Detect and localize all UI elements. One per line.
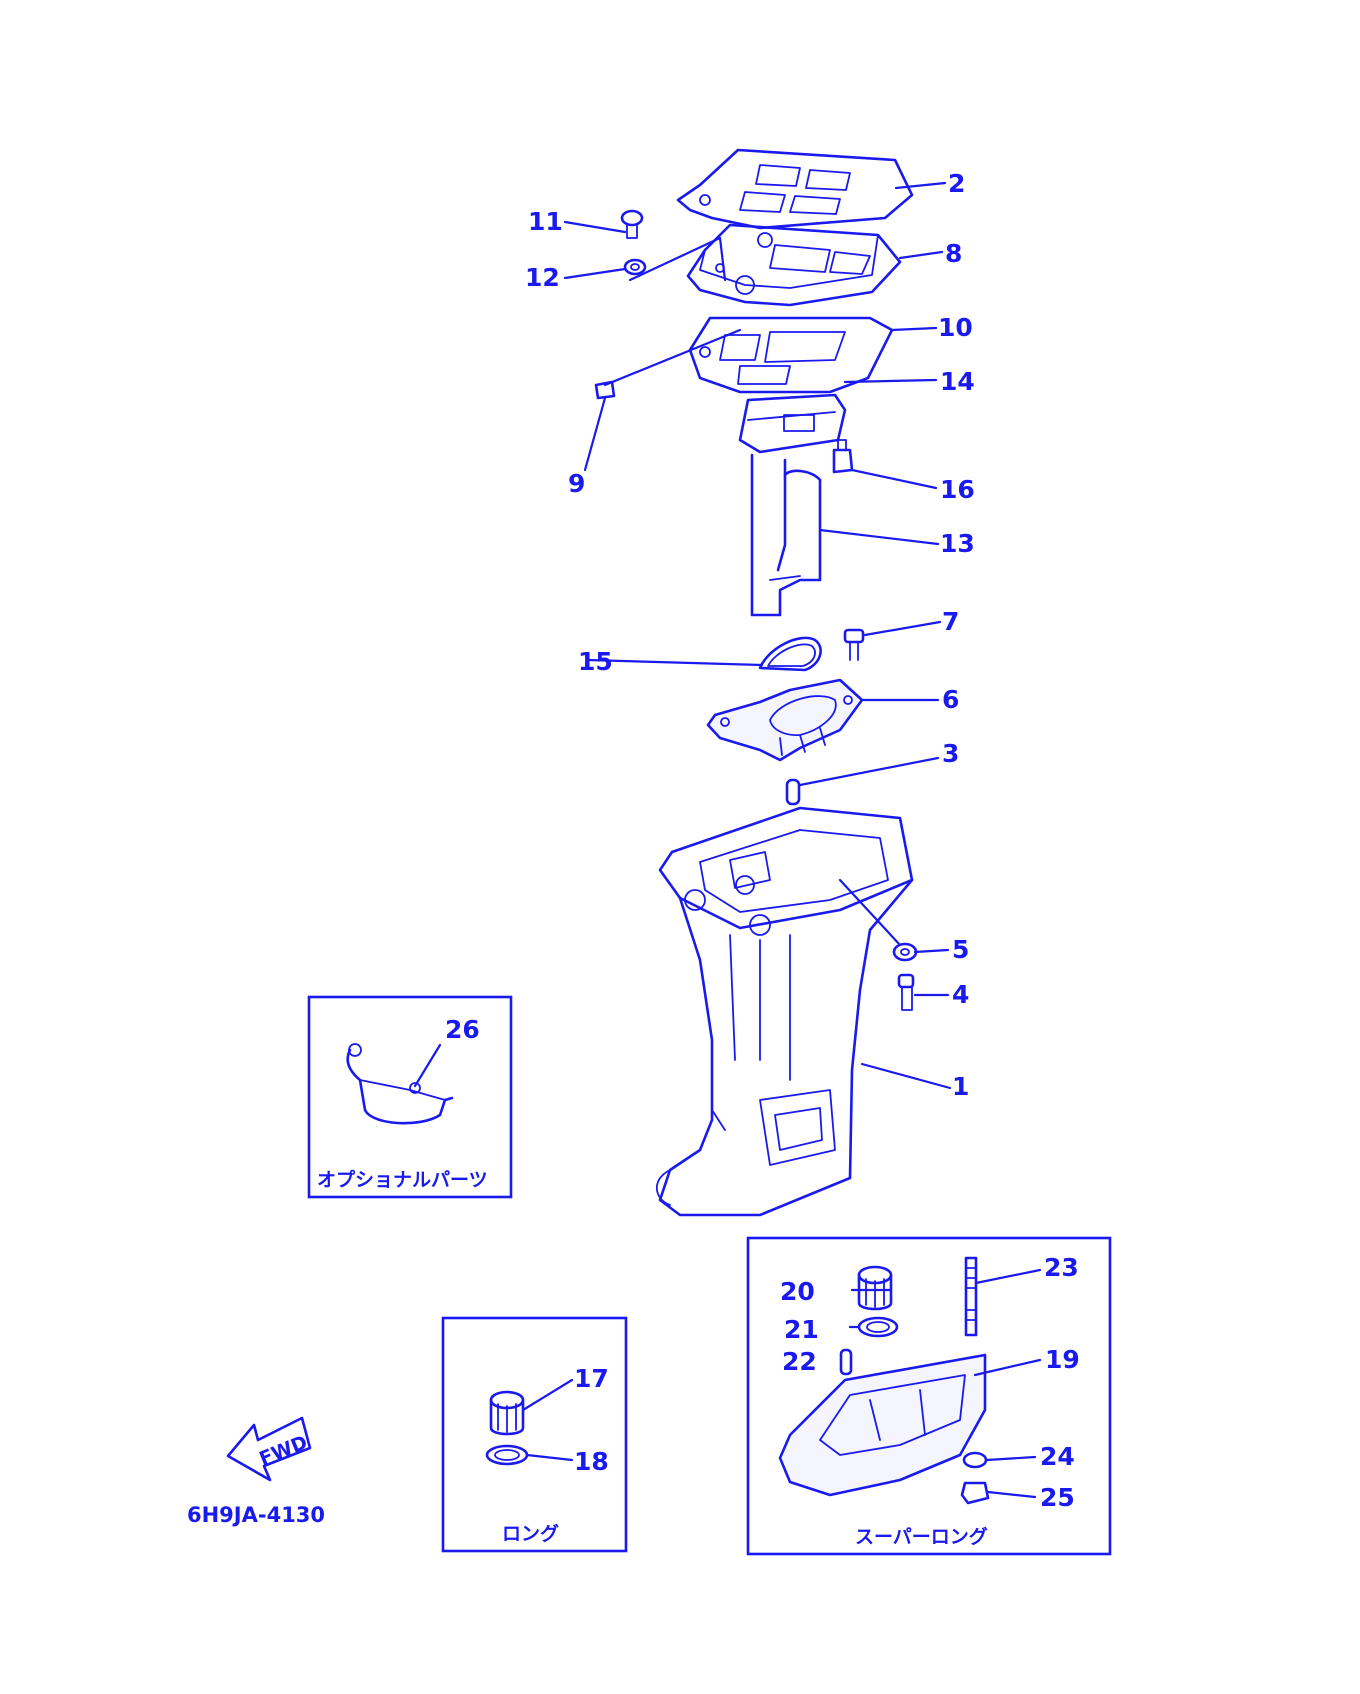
part-22-dowel bbox=[839, 1348, 853, 1376]
super-long-box bbox=[746, 1236, 1112, 1556]
callout-8: 8 bbox=[945, 239, 962, 268]
part-23-stud bbox=[964, 1256, 978, 1337]
callout-11: 11 bbox=[528, 207, 563, 236]
callout-17: 17 bbox=[574, 1364, 609, 1393]
callout-13: 13 bbox=[940, 529, 975, 558]
part-8-plate bbox=[686, 223, 902, 307]
part-16-plug bbox=[832, 439, 854, 474]
callout-3: 3 bbox=[942, 739, 959, 768]
callout-21: 21 bbox=[784, 1315, 819, 1344]
callout-14: 14 bbox=[940, 367, 975, 396]
part-18-ring bbox=[485, 1444, 529, 1466]
part-3-dowel bbox=[785, 778, 801, 806]
part-4-bolt bbox=[897, 973, 915, 1011]
part-1-upper-casing bbox=[655, 806, 914, 1217]
part-10-gasket bbox=[688, 316, 894, 394]
callout-10: 10 bbox=[938, 313, 973, 342]
callout-2: 2 bbox=[948, 169, 965, 198]
callout-15: 15 bbox=[578, 647, 613, 676]
callout-labels: 1 2 3 4 5 6 7 8 9 10 11 12 13 14 15 16 1… bbox=[445, 169, 1080, 1512]
callout-6: 6 bbox=[942, 685, 959, 714]
callout-20: 20 bbox=[780, 1277, 815, 1306]
leader-lines bbox=[563, 181, 952, 1090]
optional-parts-caption: オプショナルパーツ bbox=[317, 1168, 488, 1191]
callout-18: 18 bbox=[574, 1447, 609, 1476]
callout-25: 25 bbox=[1040, 1483, 1075, 1512]
part-20-grommet bbox=[857, 1265, 893, 1311]
callout-22: 22 bbox=[782, 1347, 817, 1376]
long-box bbox=[441, 1316, 628, 1553]
callout-1: 1 bbox=[952, 1072, 969, 1101]
part-15-seal bbox=[758, 636, 822, 672]
callout-7: 7 bbox=[942, 607, 959, 636]
callout-16: 16 bbox=[940, 475, 975, 504]
part-6-mount-bracket bbox=[706, 678, 864, 762]
part-5-washer bbox=[892, 942, 918, 962]
part-11-bolt bbox=[620, 209, 644, 239]
diagram-code: 6H9JA-4130 bbox=[187, 1503, 325, 1527]
callout-19: 19 bbox=[1045, 1345, 1080, 1374]
callout-4: 4 bbox=[952, 980, 969, 1009]
callout-26: 26 bbox=[445, 1015, 480, 1044]
fwd-arrow-icon: FWD bbox=[226, 1416, 312, 1482]
part-2-gasket bbox=[676, 148, 914, 230]
part-21-ring bbox=[857, 1316, 899, 1338]
part-13-exhaust-guide bbox=[738, 393, 847, 617]
part-9-plug bbox=[594, 380, 616, 400]
part-7-bolt bbox=[843, 628, 865, 661]
super-long-caption: スーパーロング bbox=[855, 1525, 988, 1548]
callout-24: 24 bbox=[1040, 1442, 1075, 1471]
callout-9: 9 bbox=[568, 469, 585, 498]
part-17-grommet bbox=[489, 1390, 525, 1436]
callout-23: 23 bbox=[1044, 1253, 1079, 1282]
long-caption: ロング bbox=[502, 1522, 559, 1545]
optional-parts-box bbox=[307, 995, 513, 1199]
part-24-washer bbox=[962, 1451, 988, 1469]
part-19-extension bbox=[778, 1353, 987, 1497]
callout-12: 12 bbox=[525, 263, 560, 292]
callout-5: 5 bbox=[952, 935, 969, 964]
part-12-washer bbox=[623, 258, 647, 276]
part-25-nut bbox=[960, 1481, 990, 1505]
